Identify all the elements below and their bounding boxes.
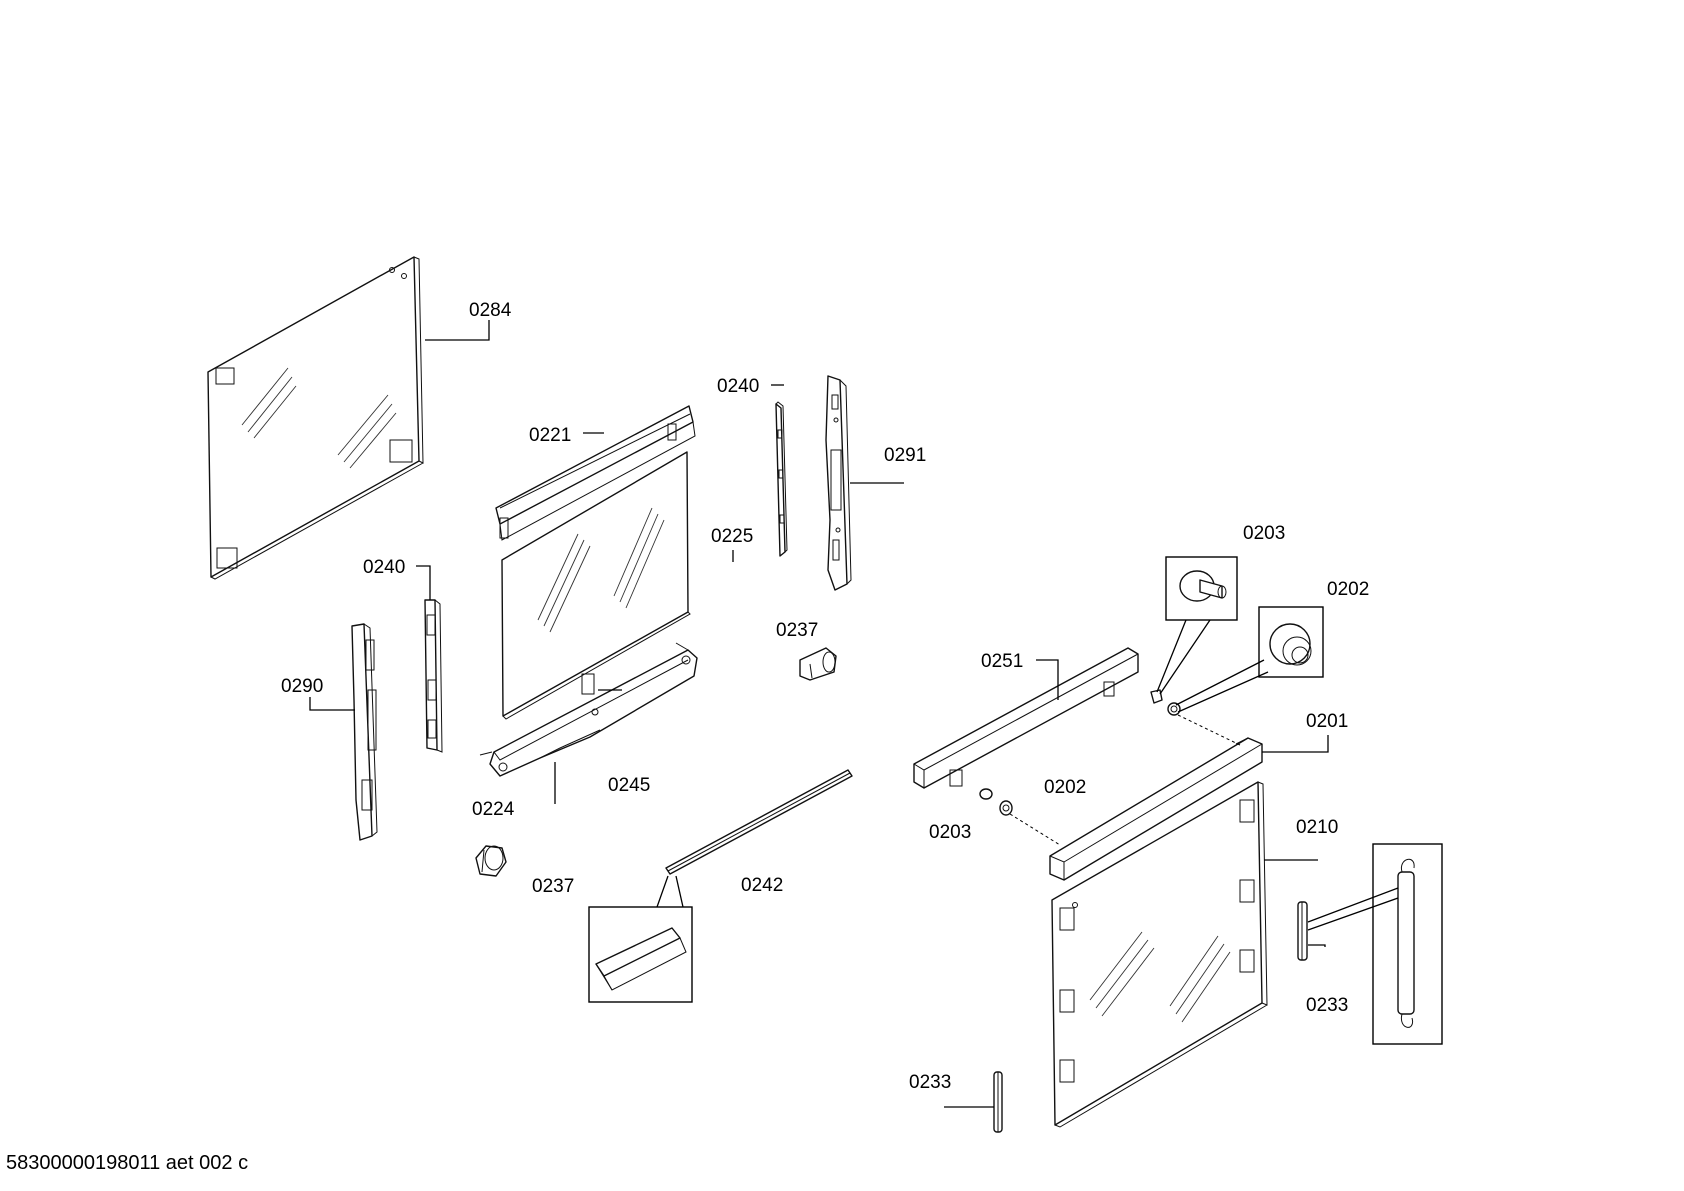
part-0240-top-strip xyxy=(775,401,788,557)
part-0237-top-knob xyxy=(799,647,837,681)
assembly-line-top xyxy=(1177,714,1241,746)
detail-box-0203 xyxy=(1156,556,1238,695)
detail-box-0202 xyxy=(1175,606,1324,713)
part-0233-spring-bottom xyxy=(993,1071,1003,1133)
part-0240-left-strip xyxy=(424,599,443,753)
part-labels: 0284 0221 0240 0291 0225 0240 0290 0237 … xyxy=(281,300,1369,1093)
label-0245: 0245 xyxy=(608,775,650,796)
part-0225-middle-glass xyxy=(501,451,691,720)
label-0291: 0291 xyxy=(884,445,926,466)
label-0251: 0251 xyxy=(981,651,1023,672)
part-0201-handle xyxy=(1049,737,1263,881)
label-0203-mid: 0203 xyxy=(929,822,971,843)
label-0233-bottom: 0233 xyxy=(909,1072,951,1093)
label-0210: 0210 xyxy=(1296,817,1338,838)
part-0242-seal-strip xyxy=(665,769,853,875)
part-0203-screw-mid xyxy=(979,788,993,800)
part-0221-top-profile xyxy=(495,405,696,541)
part-0290-left-side-profile xyxy=(351,623,378,841)
label-0233-right: 0233 xyxy=(1306,995,1348,1016)
label-0237-bottom: 0237 xyxy=(532,876,574,897)
detail-box-0233 xyxy=(1307,843,1443,1045)
part-0202-cap-mid xyxy=(999,800,1013,816)
label-0203-top: 0203 xyxy=(1243,523,1285,544)
part-0237-bottom-knob xyxy=(475,845,507,877)
label-0290: 0290 xyxy=(281,676,323,697)
part-0202-cap-top xyxy=(1167,702,1181,716)
drawing-reference-footer: 58300000198011 aet 002 c xyxy=(6,1152,249,1174)
label-0201: 0201 xyxy=(1306,711,1348,732)
part-0251-handle-support xyxy=(913,647,1139,789)
leader-lines xyxy=(309,320,1329,1108)
label-0237-top: 0237 xyxy=(776,620,818,641)
part-0233-spring-right xyxy=(1297,901,1308,961)
label-0240-left: 0240 xyxy=(363,557,405,578)
label-0242: 0242 xyxy=(741,875,783,896)
assembly-line-mid xyxy=(1009,813,1061,846)
label-0240-top: 0240 xyxy=(717,376,759,397)
part-0291-right-side-profile xyxy=(825,375,852,591)
part-0203-screw-top xyxy=(1150,689,1163,704)
label-0224: 0224 xyxy=(472,799,515,820)
label-0284: 0284 xyxy=(469,300,512,321)
part-0210-outer-door xyxy=(1051,781,1268,1128)
label-0221: 0221 xyxy=(529,425,571,446)
part-0284-inner-glass xyxy=(207,256,424,580)
part-0245-lower-bracket xyxy=(479,642,698,777)
label-0202-top: 0202 xyxy=(1327,579,1369,600)
label-0225: 0225 xyxy=(711,526,753,547)
label-0202-mid: 0202 xyxy=(1044,777,1086,798)
detail-box-0242 xyxy=(588,875,693,1003)
